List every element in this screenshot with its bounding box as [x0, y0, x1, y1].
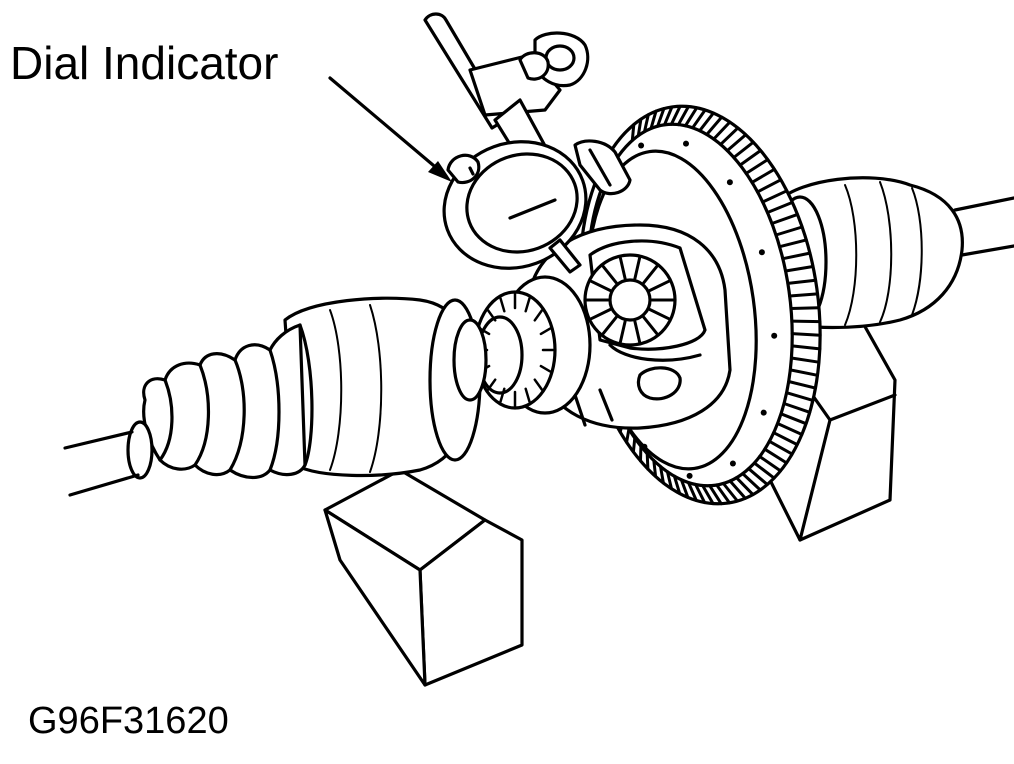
bolt-hole — [730, 461, 736, 467]
gear-tooth — [792, 334, 820, 336]
left-support-block — [325, 470, 522, 685]
gear-tooth — [633, 438, 634, 452]
left-cv-boot — [128, 325, 312, 478]
bolt-hole — [683, 141, 689, 147]
bolt-hole — [687, 473, 693, 479]
callout-arrow — [330, 78, 452, 182]
dial-indicator-label: Dial Indicator — [10, 40, 278, 86]
bolt-hole — [771, 333, 777, 339]
gear-tooth — [790, 294, 818, 296]
gear-tooth — [654, 461, 656, 477]
bolt-hole — [638, 143, 644, 149]
bolt-hole — [761, 410, 767, 416]
side-bearing — [475, 277, 590, 413]
gear-tooth — [647, 454, 648, 469]
gear-tooth — [792, 321, 820, 322]
gear-tooth — [791, 308, 819, 309]
figure-code: G96F31620 — [28, 702, 229, 740]
gear-tooth — [632, 125, 634, 141]
bolt-hole — [759, 249, 765, 255]
bolt-hole — [641, 444, 647, 450]
bolt-hole — [727, 179, 733, 185]
left-cv-joint — [285, 298, 486, 475]
